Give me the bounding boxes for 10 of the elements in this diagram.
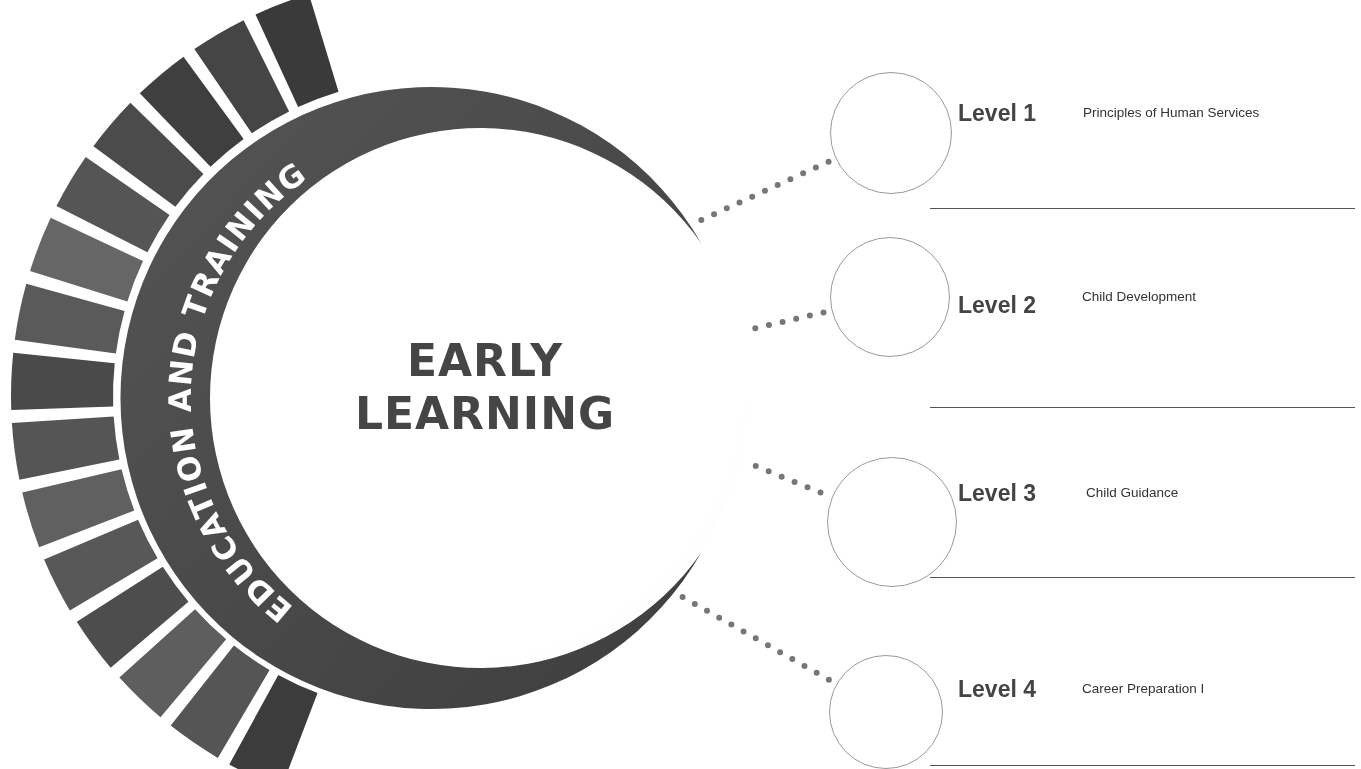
dotted-connector: [698, 157, 835, 223]
level-label: Level 4: [958, 676, 1036, 703]
course-name: Career Preparation I: [1082, 681, 1205, 696]
course-name: Principles of Human Services: [1083, 105, 1260, 120]
course-name: Child Guidance: [1086, 485, 1179, 500]
level-label: Level 1: [958, 100, 1036, 127]
course-name: Child Development: [1082, 289, 1197, 304]
level-label: Level 3: [958, 480, 1036, 507]
level-label: Level 2: [958, 292, 1036, 319]
center-title: EARLY LEARNING: [353, 335, 617, 441]
